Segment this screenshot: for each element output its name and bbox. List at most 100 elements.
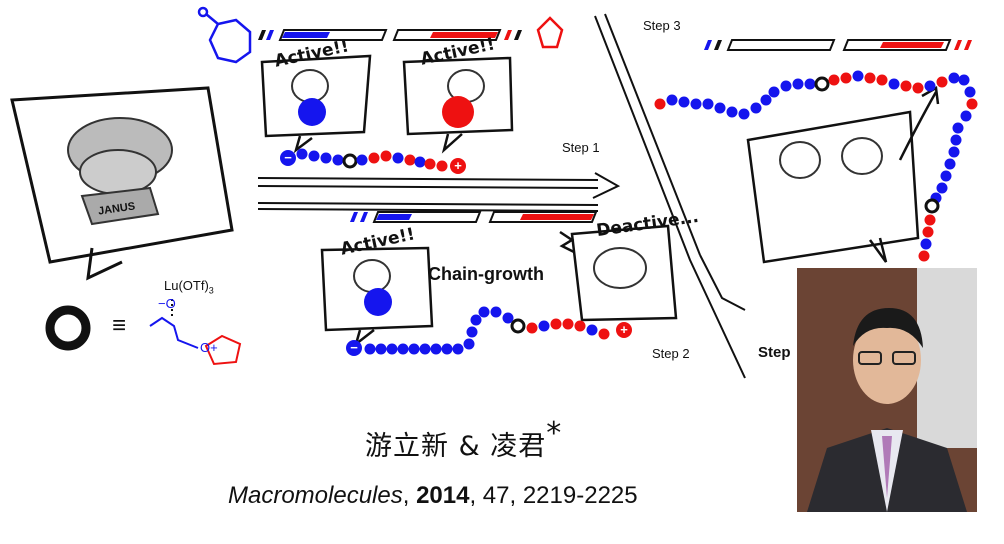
monomer-bead — [490, 306, 502, 318]
plus-sign: + — [454, 158, 462, 173]
monomer-bead — [574, 320, 586, 332]
monomer-bead — [768, 86, 780, 98]
active-panel-1 — [260, 54, 372, 154]
initiator-bead — [924, 198, 940, 214]
deactive-figure — [593, 247, 647, 289]
monomer-bead — [414, 156, 426, 168]
portrait-drawing — [797, 268, 977, 512]
monomer-bead — [780, 80, 792, 92]
monomer-bead — [924, 214, 936, 226]
monomer-bead — [424, 158, 436, 170]
initiator-bead — [814, 76, 830, 92]
anion-end — [280, 150, 296, 166]
handshake-figures — [779, 137, 883, 179]
monomer-bead — [526, 322, 538, 334]
monomer-bead — [936, 182, 948, 194]
monomer-bead — [375, 343, 387, 355]
monomer-bead — [726, 106, 738, 118]
monomer-bead — [296, 148, 308, 160]
monomer-bead — [404, 154, 416, 166]
monomer-bead — [948, 146, 960, 158]
monomer-bead — [466, 326, 478, 338]
monomer-bead — [463, 338, 475, 350]
janus-bust-icon — [67, 117, 173, 226]
monomer-bead — [958, 74, 970, 86]
monomer-bead — [308, 150, 320, 162]
monomer-bead — [320, 152, 332, 164]
monomer-bead — [760, 94, 772, 106]
citation-sep: , — [402, 482, 417, 509]
monomer-bead — [922, 226, 934, 238]
monomer-bead — [852, 70, 864, 82]
lewis-acid-label: Lu(OTf)3 — [164, 278, 214, 296]
monomer-bead — [792, 78, 804, 90]
chain-growth-label: Chain-growth — [428, 264, 544, 284]
monomer-bar-red — [392, 29, 522, 41]
thf-ring-icon — [536, 16, 564, 49]
monomer-bead — [960, 110, 972, 122]
monomer-bead — [586, 324, 598, 336]
monomer-bar-step3 — [704, 39, 972, 51]
portrait-photo — [797, 268, 977, 512]
cation-end — [450, 158, 466, 174]
monomer-bar-blue — [258, 29, 388, 41]
monomer-bead — [368, 152, 380, 164]
monomer-bead — [888, 78, 900, 90]
monomer-bead — [936, 76, 948, 88]
monomer-bead — [550, 318, 562, 330]
monomer-bead — [966, 98, 978, 110]
lactone-ring-icon — [197, 6, 252, 64]
monomer-bead — [364, 343, 376, 355]
monomer-bead — [397, 343, 409, 355]
monomer-bead — [864, 72, 876, 84]
monomer-bead — [920, 238, 932, 250]
monomer-bead — [392, 152, 404, 164]
minus-sign: − — [350, 340, 358, 355]
citation-volume-pages: , 47, 2219-2225 — [469, 482, 638, 509]
monomer-bead — [952, 122, 964, 134]
monomer-bead — [750, 102, 762, 114]
monomer-bead — [678, 96, 690, 108]
monomer-bead — [964, 86, 976, 98]
step-4-label-partial: Step — [758, 344, 791, 361]
monomer-bead — [470, 314, 482, 326]
initiator-bead — [342, 153, 358, 169]
author-line: 游立新 & 凌君* — [365, 416, 562, 463]
monomer-bead — [562, 318, 574, 330]
plus-sign: + — [620, 322, 628, 337]
janus-panel — [10, 86, 234, 281]
monomer-bead — [452, 343, 464, 355]
step-1-label: Step 1 — [562, 140, 600, 155]
initiator-bead — [510, 318, 526, 334]
monomer-bead — [436, 160, 448, 172]
monomer-bead — [804, 78, 816, 90]
monomer-bead — [940, 170, 952, 182]
oxonium-label: O+ — [200, 340, 218, 355]
monomer-bead — [408, 343, 420, 355]
monomer-bead — [924, 80, 936, 92]
citation-line: Macromolecules, 2014, 47, 2219-2225 — [228, 482, 638, 510]
monomer-bead — [666, 94, 678, 106]
monomer-bead — [948, 72, 960, 84]
monomer-bead — [419, 343, 431, 355]
step-3-label: Step 3 — [643, 18, 681, 33]
active-panel-2 — [402, 56, 514, 154]
citation-year: 2014 — [416, 482, 470, 509]
catalyst-structure — [149, 296, 199, 349]
monomer-bead — [918, 250, 930, 262]
monomer-bead — [738, 108, 750, 120]
corresponding-star: * — [546, 416, 563, 451]
monomer-bead — [840, 72, 852, 84]
alkoxide-label: −O — [158, 296, 176, 311]
active-figure-3 — [353, 259, 392, 316]
active-figure-1 — [291, 69, 329, 126]
monomer-bead — [690, 98, 702, 110]
minus-sign: − — [284, 150, 292, 165]
handshake-panel — [746, 85, 940, 264]
anion-end — [346, 340, 362, 356]
monomer-bead — [441, 343, 453, 355]
step-2-label: Step 2 — [652, 346, 690, 361]
monomer-bead — [332, 154, 344, 166]
monomer-bead — [598, 328, 610, 340]
